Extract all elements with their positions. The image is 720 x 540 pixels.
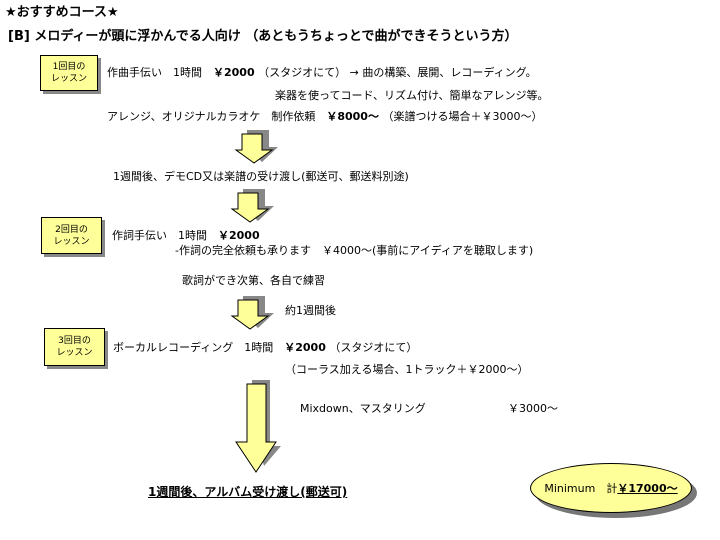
down-arrow-icon [234, 130, 278, 164]
mixdown-price: ￥3000～ [508, 402, 558, 415]
lesson-2-desc: 作詞手伝い 1時間 [112, 229, 218, 242]
lesson-1-label-line2: レッスン [50, 74, 87, 84]
arrange-desc: アレンジ、オリジナルカラオケ 制作依頼 [107, 110, 327, 123]
lesson-2-label-line1: 2回目の [55, 224, 88, 235]
step-2-after: 約1週間後 [285, 304, 336, 317]
lesson-3-label-line2: レッスン [56, 348, 93, 358]
long-down-arrow-icon [235, 380, 281, 473]
arrange-price: ￥8000～ [326, 110, 379, 123]
lesson-1-line1: 作曲手伝い 1時間 ￥2000 （スタジオにて） → 曲の構築、展開、レコーディ… [107, 66, 537, 80]
lesson-1-line2: 楽器を使ってコード、リズム付け、簡単なアレンジ等。 [275, 89, 549, 102]
course-subtitle: [B] メロディーが頭に浮かんでる人向け （あともうちょっとで曲ができそうという… [8, 29, 518, 44]
lesson-3-label-line1: 3回目の [58, 336, 91, 346]
lesson-1-label-line1: 1回目の [52, 62, 86, 72]
total-price-badge: Minimum 計￥17000～ [530, 463, 692, 513]
lesson-3-line1: ボーカルレコーディング 1時間 ￥2000 （スタジオにて） [113, 341, 417, 355]
lesson-3-label: 3回目の レッスン [44, 328, 105, 366]
lesson-2-line1: 作詞手伝い 1時間 ￥2000 [112, 229, 260, 243]
lesson-2-price: ￥2000 [218, 229, 260, 242]
lesson-1-line3: アレンジ、オリジナルカラオケ 制作依頼 ￥8000～ （楽譜つける場合＋￥300… [107, 110, 542, 124]
down-arrow-icon [230, 189, 274, 223]
lesson-2-line2: -作詞の完全依頼も承ります ￥4000～(事前にアイディアを聴取します) [175, 244, 534, 257]
lesson-1-label: 1回目の レッスン [40, 55, 98, 91]
lesson-3-desc: ボーカルレコーディング 1時間 [113, 341, 285, 354]
lesson-1-price: ￥2000 [213, 66, 255, 79]
step-2-note: 歌詞ができ次第、各自で練習 [182, 274, 325, 287]
step-1-note: 1週間後、デモCD又は楽譜の受け渡し(郵送可、郵送料別途) [113, 170, 409, 183]
arrange-score-note: （楽譜つける場合＋￥3000～） [382, 110, 543, 123]
lesson-3-line2: （コーラス加える場合、1トラック＋￥2000～） [285, 363, 529, 376]
lesson-1-detail: （スタジオにて） → 曲の構築、展開、レコーディング。 [258, 66, 537, 79]
down-arrow-icon [230, 296, 274, 330]
lesson-1-desc: 作曲手伝い 1時間 [107, 66, 213, 79]
page-title: ★おすすめコース★ [5, 5, 119, 20]
total-amount: ￥17000～ [617, 482, 678, 495]
lesson-2-label: 2回目の レッスン [41, 217, 102, 254]
total-prefix: Minimum 計 [544, 482, 618, 495]
lesson-3-price: ￥2000 [284, 341, 326, 354]
lesson-2-label-line2: レッスン [53, 236, 90, 247]
mixdown-label: Mixdown、マスタリング [300, 402, 426, 415]
final-note: 1週間後、アルバム受け渡し(郵送可) [148, 485, 348, 499]
lesson-3-detail: （スタジオにて） [329, 341, 418, 354]
